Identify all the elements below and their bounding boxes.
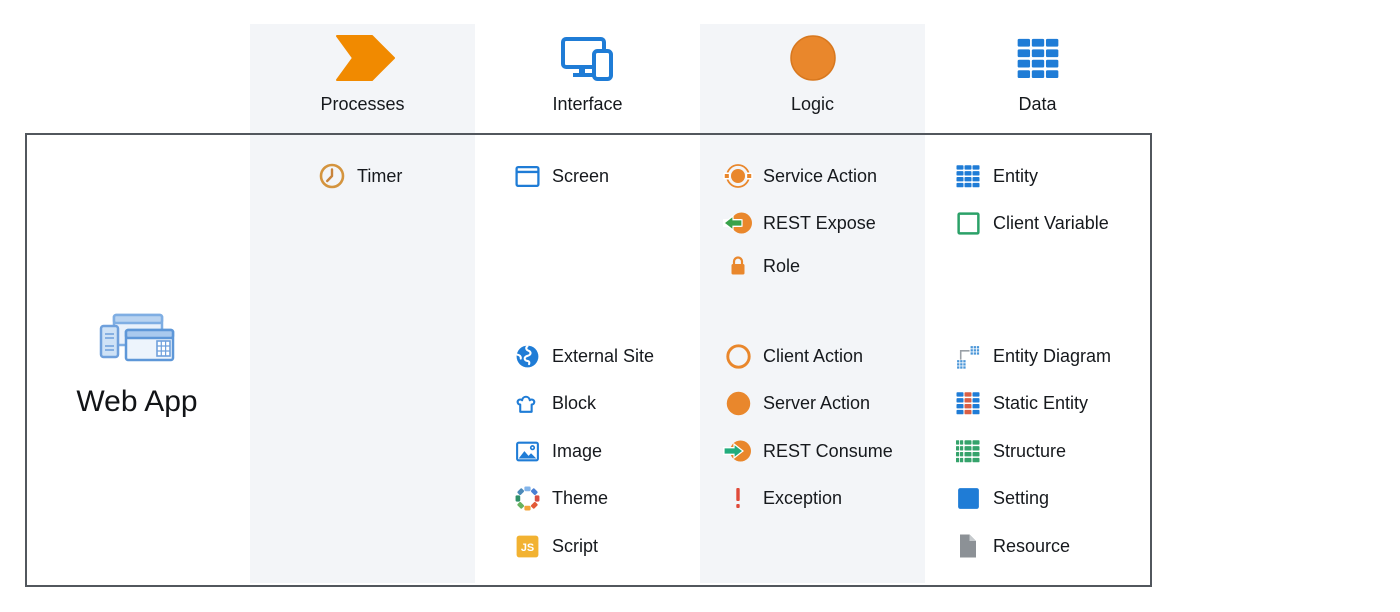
item-theme: Theme <box>512 483 608 513</box>
item-entity-diagram: Entity Diagram <box>953 341 1111 371</box>
item-exception: Exception <box>723 483 842 513</box>
server-action-icon <box>723 390 753 417</box>
column-label: Interface <box>552 94 623 114</box>
item-label: Timer <box>357 166 403 186</box>
item-entity: Entity <box>953 161 1038 191</box>
timer-icon <box>317 162 347 190</box>
setting-icon <box>953 485 983 512</box>
screen-icon <box>512 163 542 190</box>
item-resource: Resource <box>953 531 1070 561</box>
item-service-action: Service Action <box>723 161 877 191</box>
item-label: Image <box>552 441 603 461</box>
entity-diagram-icon <box>953 343 983 370</box>
devices-icon <box>559 32 617 84</box>
item-label: Client Variable <box>993 213 1109 233</box>
item-external-site: External Site <box>512 341 654 371</box>
globe-icon <box>512 343 542 370</box>
item-block: Block <box>512 388 596 418</box>
item-label: Structure <box>993 441 1067 461</box>
item-label: Server Action <box>763 393 871 413</box>
web-app-title: Web App <box>76 385 198 418</box>
web-app-devices-icon <box>98 312 176 373</box>
item-label: Screen <box>552 166 610 186</box>
exception-icon <box>723 485 753 511</box>
item-structure: Structure <box>953 436 1066 466</box>
chevron-icon <box>331 32 395 84</box>
item-role: Role <box>723 251 800 281</box>
column-label: Logic <box>790 94 835 114</box>
web-app-block: Web App <box>37 312 237 419</box>
column-header-processes: Processes <box>250 32 475 115</box>
web-app-module-box <box>25 133 1152 587</box>
theme-icon <box>512 485 542 512</box>
item-client-variable: Client Variable <box>953 208 1109 238</box>
rest-expose-icon <box>723 210 753 236</box>
item-label: REST Consume <box>763 441 893 461</box>
structure-icon <box>953 438 983 464</box>
processes-column-stripe <box>250 24 475 583</box>
service-action-icon <box>723 162 753 190</box>
circle-icon <box>789 32 837 84</box>
item-timer: Timer <box>317 161 402 191</box>
item-client-action: Client Action <box>723 341 863 371</box>
item-label: External Site <box>552 346 655 366</box>
column-header-data: Data <box>925 32 1150 115</box>
column-header-logic: Logic <box>700 32 925 115</box>
item-label: Resource <box>993 536 1071 556</box>
script-badge-text: JS <box>520 541 533 553</box>
client-variable-icon <box>953 210 983 237</box>
item-label: Exception <box>763 488 843 508</box>
item-setting: Setting <box>953 483 1049 513</box>
column-label: Processes <box>320 94 405 114</box>
item-label: Theme <box>552 488 609 508</box>
item-label: REST Expose <box>763 213 876 233</box>
rest-consume-icon <box>723 438 753 464</box>
grid-icon <box>1015 32 1061 84</box>
item-image: Image <box>512 436 602 466</box>
item-rest-consume: REST Consume <box>723 436 893 466</box>
resource-icon <box>953 533 983 559</box>
item-label: Client Action <box>763 346 864 366</box>
item-label: Service Action <box>763 166 878 186</box>
item-label: Entity Diagram <box>993 346 1112 366</box>
script-icon: JS <box>512 533 542 560</box>
item-label: Script <box>552 536 599 556</box>
column-label: Data <box>1018 94 1057 114</box>
item-label: Role <box>763 256 801 276</box>
static-entity-icon <box>953 390 983 416</box>
puzzle-icon <box>512 390 542 417</box>
item-script: JS Script <box>512 531 598 561</box>
item-rest-expose: REST Expose <box>723 208 876 238</box>
entity-grid-icon <box>953 163 983 189</box>
item-label: Entity <box>993 166 1039 186</box>
item-static-entity: Static Entity <box>953 388 1088 418</box>
image-icon <box>512 438 542 465</box>
client-action-icon <box>723 343 753 370</box>
item-screen: Screen <box>512 161 609 191</box>
role-lock-icon <box>723 253 753 279</box>
item-server-action: Server Action <box>723 388 870 418</box>
column-header-interface: Interface <box>475 32 700 115</box>
item-label: Block <box>552 393 597 413</box>
item-label: Setting <box>993 488 1050 508</box>
item-label: Static Entity <box>993 393 1089 413</box>
